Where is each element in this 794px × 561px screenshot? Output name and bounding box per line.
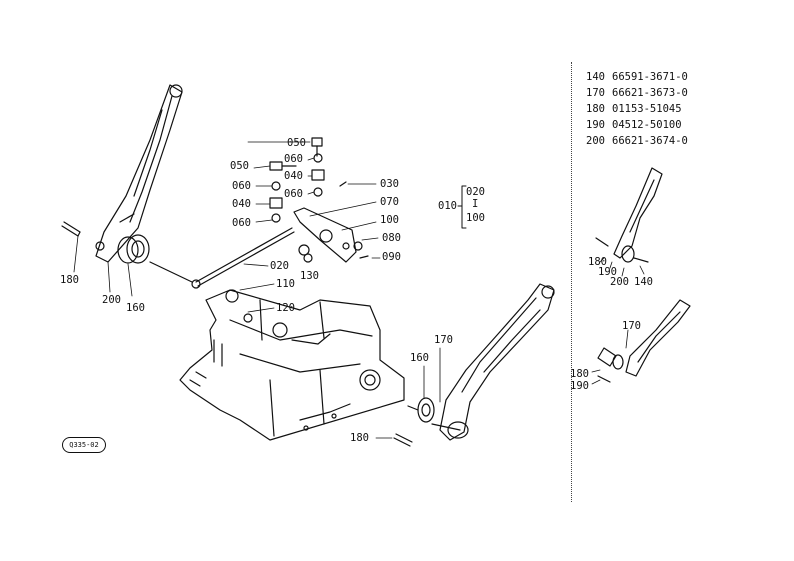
callout-030: 030 [380,178,399,190]
callout-170: 170 [434,334,453,346]
callout-140: 140 [634,276,653,288]
callout-050: 050 [287,137,306,149]
callout-180: 180 [570,368,589,380]
ref-code: 140 [586,71,605,83]
right-pin [393,433,413,447]
callout-040: 040 [284,170,303,182]
right-bearing-collar [407,397,461,431]
callout-100: 100 [380,214,399,226]
callout-110: 110 [276,278,295,290]
right-lift-arm [439,283,555,441]
leader-lines [73,141,645,439]
callout-130: 130 [300,270,319,282]
part-130 [298,244,313,263]
section-divider [571,62,572,502]
callout-080: 080 [382,232,401,244]
brace-mid: I [472,198,479,210]
callout-180: 180 [60,274,79,286]
inset-lower-arm [597,299,691,383]
ref-part: 01153-51045 [612,103,682,115]
ref-part: 66621-3674-0 [612,135,688,147]
ref-row: 170 66621-3673-0 [586,85,688,101]
ref-row: 190 04512-50100 [586,117,688,133]
callout-180: 180 [588,256,607,268]
ref-code: 180 [586,103,605,115]
part-reference-list: 140 66591-3671-0 170 66621-3673-0 180 01153… [586,69,688,149]
bolt-nut-stack-right [311,137,325,197]
callout-170: 170 [622,320,641,332]
ref-row: 200 66621-3674-0 [586,133,688,149]
callout-200: 200 [610,276,629,288]
left-pin [61,221,81,237]
hydraulic-housing [179,289,405,441]
ref-code: 190 [586,119,605,131]
callout-160: 160 [126,302,145,314]
callout-060: 060 [232,180,251,192]
ref-part: 66621-3673-0 [612,87,688,99]
brace-bottom: 100 [466,212,485,224]
lift-rod [149,227,295,289]
inset-upper-arm [595,167,663,263]
brace-parent: 010 [438,200,457,212]
ref-code: 200 [586,135,605,147]
group-brace [457,185,467,229]
callout-120: 120 [276,302,295,314]
callout-060: 060 [284,188,303,200]
callout-190: 190 [598,266,617,278]
callout-090: 090 [382,251,401,263]
callout-060: 060 [284,153,303,165]
ref-part: 04512-50100 [612,119,682,131]
callout-160: 160 [410,352,429,364]
control-linkage [293,181,369,263]
ref-part: 66591-3671-0 [612,71,688,83]
left-bearing-collar [117,234,150,264]
callout-020: 020 [270,260,289,272]
ref-row: 140 66591-3671-0 [586,69,688,85]
callout-040: 040 [232,198,251,210]
callout-190: 190 [570,380,589,392]
callout-070: 070 [380,196,399,208]
ref-row: 180 01153-51045 [586,101,688,117]
brace-top: 020 [466,186,485,198]
ref-code: 170 [586,87,605,99]
callout-200: 200 [102,294,121,306]
callout-060: 060 [232,217,251,229]
callout-050: 050 [230,160,249,172]
diagram-id-badge: Q335-02 [62,437,106,453]
callout-180: 180 [350,432,369,444]
